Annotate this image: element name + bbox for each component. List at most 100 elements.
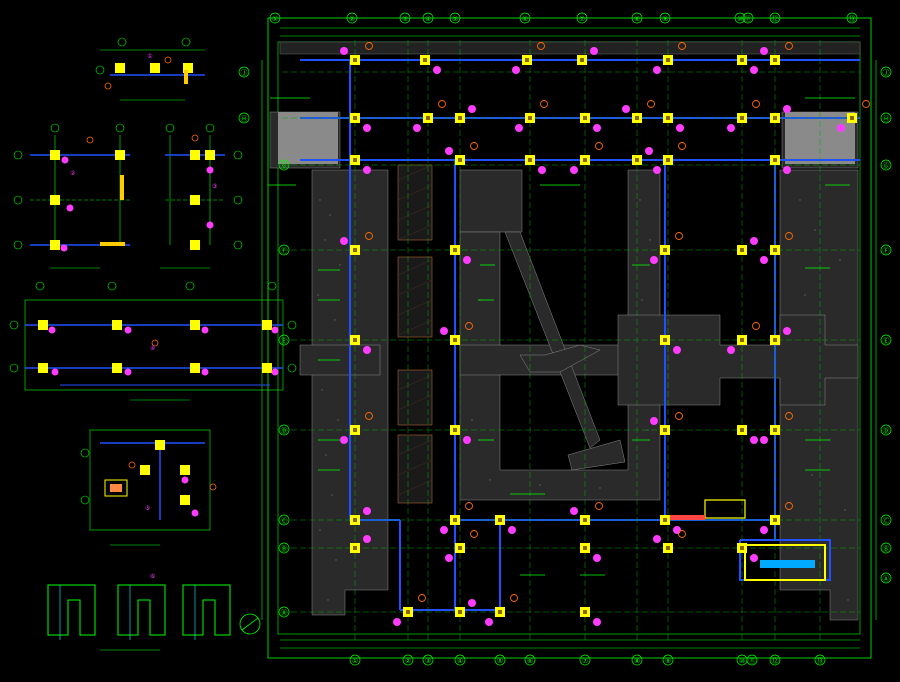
grid-bottom-8: ⑧ <box>634 657 640 665</box>
column-core-18 <box>458 158 462 162</box>
column-tag-18 <box>445 147 453 155</box>
column-core-52 <box>498 610 502 614</box>
column-tag-0 <box>340 47 348 55</box>
column-tag-35 <box>463 436 471 444</box>
grid-top-7: ⑦ <box>579 15 585 23</box>
column-tag-30 <box>440 327 448 335</box>
grid-top-3: ③ <box>402 15 408 23</box>
column-core-20 <box>583 158 587 162</box>
column-core-5 <box>740 58 744 62</box>
column-core-15 <box>773 116 777 120</box>
detail-2-tag: ② <box>70 170 76 177</box>
grid-bottom-1: ① <box>352 657 358 665</box>
top-band <box>279 41 861 55</box>
marker-36 <box>675 412 683 420</box>
detail-6: ⑥ <box>47 573 231 651</box>
column-tag-17 <box>363 166 371 174</box>
column-tag-16 <box>837 124 845 132</box>
marker-14 <box>752 100 760 108</box>
grid-top-6: ⑥ <box>522 15 528 23</box>
column-core-8 <box>426 116 430 120</box>
grid-right-5: Ⓔ <box>883 337 890 345</box>
grid-right-1: Ⓙ <box>883 69 890 77</box>
grid-left-9: Ⓐ <box>281 609 288 617</box>
column-core-4 <box>666 58 670 62</box>
column-core-35 <box>453 428 457 432</box>
plan-outer-frame <box>267 17 872 659</box>
column-tag-4 <box>653 66 661 74</box>
column-tag-11 <box>593 124 601 132</box>
marker-28 <box>785 232 793 240</box>
marker-16 <box>862 100 870 108</box>
dimension-lines <box>261 27 877 649</box>
grid-right-7: Ⓒ <box>883 517 890 525</box>
column-core-7 <box>353 116 357 120</box>
column-core-0 <box>353 58 357 62</box>
column-tag-13 <box>676 124 684 132</box>
marker-32 <box>752 322 760 330</box>
grid-bottom-4: ④ <box>457 657 463 665</box>
column-tag-10 <box>515 124 523 132</box>
north-arrow <box>239 613 261 635</box>
column-core-50 <box>406 610 410 614</box>
marker-52 <box>510 594 518 602</box>
column-core-46 <box>458 546 462 550</box>
column-core-30 <box>453 338 457 342</box>
column-core-26 <box>663 248 667 252</box>
marker-22 <box>678 142 686 150</box>
grid-left-5: Ⓔ <box>281 337 288 345</box>
column-tag-9 <box>468 105 476 113</box>
detail-1-tag: ① <box>147 53 152 60</box>
column-tag-52 <box>485 618 493 626</box>
grid-left-3: Ⓖ <box>281 162 288 170</box>
marker-6 <box>785 42 793 50</box>
marker-8 <box>438 100 446 108</box>
grid-left-4: Ⓕ <box>281 247 288 255</box>
hatch-lines <box>397 164 433 496</box>
column-core-22 <box>666 158 670 162</box>
columns <box>350 55 857 617</box>
grid-top-8: ⑧ <box>634 15 640 23</box>
grid-bottom-13: ⑬ <box>817 657 824 665</box>
column-tag-46 <box>445 554 453 562</box>
grid-bottom-12: ⑫ <box>772 657 779 665</box>
column-tag-12 <box>622 105 630 113</box>
detail-6-tag: ⑥ <box>150 573 155 580</box>
slab-cross-right <box>617 314 859 406</box>
grid-right-3: Ⓖ <box>883 162 890 170</box>
column-core-53 <box>583 610 587 614</box>
grid-bottom-5: ⑤ <box>497 657 503 665</box>
column-core-16 <box>850 116 854 120</box>
column-tag-3 <box>590 47 598 55</box>
slab-diagonal-foot <box>567 439 626 471</box>
column-core-6 <box>773 58 777 62</box>
marker-10 <box>540 100 548 108</box>
grid-top-1: ① <box>272 15 278 23</box>
column-core-10 <box>528 116 532 120</box>
marker-38 <box>785 412 793 420</box>
column-core-27 <box>740 248 744 252</box>
column-core-24 <box>353 248 357 252</box>
marker-34 <box>365 412 373 420</box>
grid-bottom-10: ⑩ <box>739 657 745 665</box>
grid-bottom-3: ③ <box>425 657 431 665</box>
column-core-13 <box>666 116 670 120</box>
column-tag-25 <box>463 256 471 264</box>
grid-bubbles-bottom: ① ② ③ ④ ⑤ ⑥ ⑦ ⑧ ⑨ ⑩ ⑪ ⑫ ⑬ <box>349 654 826 666</box>
grid-left-6: Ⓓ <box>281 427 288 435</box>
grid-top-10: ⑩ <box>737 15 743 23</box>
marker-30 <box>465 322 473 330</box>
column-tag-37 <box>750 436 758 444</box>
column-core-47 <box>583 546 587 550</box>
grid-bottom-11: ⑪ <box>749 657 756 665</box>
detail-1: ① <box>95 37 205 101</box>
detail-2: ② <box>13 123 130 269</box>
column-tag-44 <box>760 526 768 534</box>
marker-4 <box>678 42 686 50</box>
column-tag-43 <box>673 526 681 534</box>
grid-right-6: Ⓓ <box>883 427 890 435</box>
marker-20 <box>595 142 603 150</box>
column-tag-39 <box>363 507 371 515</box>
column-tag-40 <box>440 526 448 534</box>
